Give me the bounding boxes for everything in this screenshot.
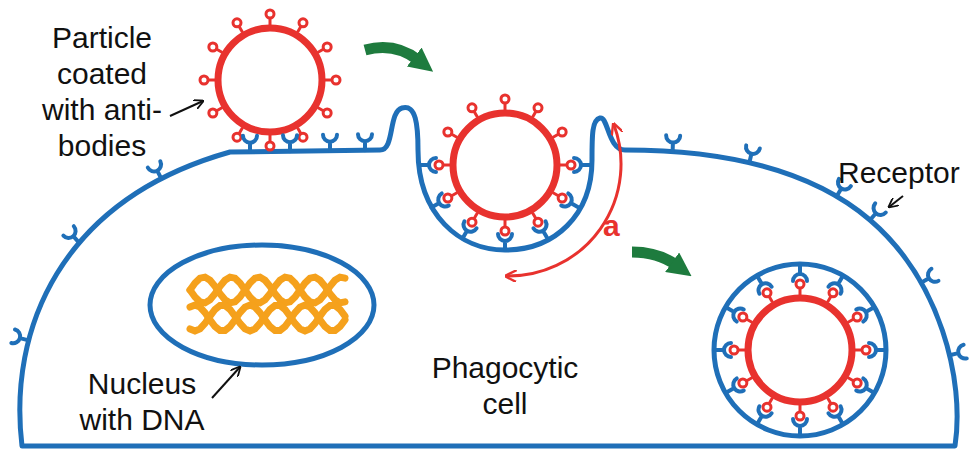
antibody <box>323 43 331 51</box>
antibody <box>853 313 861 321</box>
extent-arrow <box>507 125 621 276</box>
antibody <box>266 142 274 150</box>
antibody <box>739 379 747 387</box>
antibody <box>796 280 804 288</box>
particle <box>218 28 322 132</box>
antibody <box>266 10 274 18</box>
antibody <box>299 19 307 27</box>
receptor <box>743 145 760 164</box>
receptor <box>148 161 168 182</box>
antibody <box>209 109 217 117</box>
nucleus <box>150 245 374 365</box>
dna-strand <box>190 277 345 303</box>
receptor <box>865 203 886 224</box>
receptor <box>666 135 681 151</box>
receptor <box>948 345 967 362</box>
antibody <box>739 313 747 321</box>
cell-label: Phagocytic cell <box>420 350 590 422</box>
antibody <box>558 194 566 202</box>
antibody <box>501 95 509 103</box>
part-label: Nucleus with DNA <box>72 366 212 438</box>
antibody <box>323 109 331 117</box>
leader-line <box>889 196 903 207</box>
antibody <box>796 412 804 420</box>
receptor <box>918 269 939 289</box>
antibody <box>730 346 738 354</box>
receptor <box>63 226 84 247</box>
part-label: Particle coated with anti-bodies <box>32 20 172 164</box>
antibody <box>233 133 241 141</box>
antibody <box>534 104 542 112</box>
cell-membrane <box>20 108 957 446</box>
antibody <box>763 403 771 411</box>
receptor <box>11 329 30 347</box>
antibody <box>853 379 861 387</box>
dna-strand <box>190 305 345 331</box>
dna-strand <box>190 306 345 332</box>
receptor <box>283 135 297 151</box>
antibody <box>468 218 476 226</box>
antibody <box>534 218 542 226</box>
antibody <box>468 104 476 112</box>
antibody <box>299 133 307 141</box>
dna-strand <box>190 277 345 303</box>
vesicle <box>714 264 886 436</box>
surface-receptors <box>11 134 966 362</box>
particle <box>453 113 557 217</box>
step-arrow <box>365 48 418 60</box>
antibody <box>763 289 771 297</box>
antibody <box>829 289 837 297</box>
receptor <box>358 134 372 150</box>
part-label: Receptor <box>838 155 970 191</box>
receptor <box>243 136 257 152</box>
antibody <box>558 128 566 136</box>
antibody <box>435 161 443 169</box>
antibody <box>209 43 217 51</box>
callout-letter: a <box>603 208 629 244</box>
antibody <box>444 194 452 202</box>
antibody <box>233 19 241 27</box>
dna <box>190 277 345 331</box>
antibody <box>200 76 208 84</box>
receptor <box>323 135 337 151</box>
antibody <box>567 161 575 169</box>
antibody <box>862 346 870 354</box>
leader-line <box>170 101 203 116</box>
leader-line <box>212 367 240 398</box>
vesicle-receptors <box>715 265 885 435</box>
particle <box>748 298 852 402</box>
step-arrow <box>632 252 676 265</box>
antibody <box>332 76 340 84</box>
antibody <box>444 128 452 136</box>
antibody <box>829 403 837 411</box>
antibody <box>501 227 509 235</box>
